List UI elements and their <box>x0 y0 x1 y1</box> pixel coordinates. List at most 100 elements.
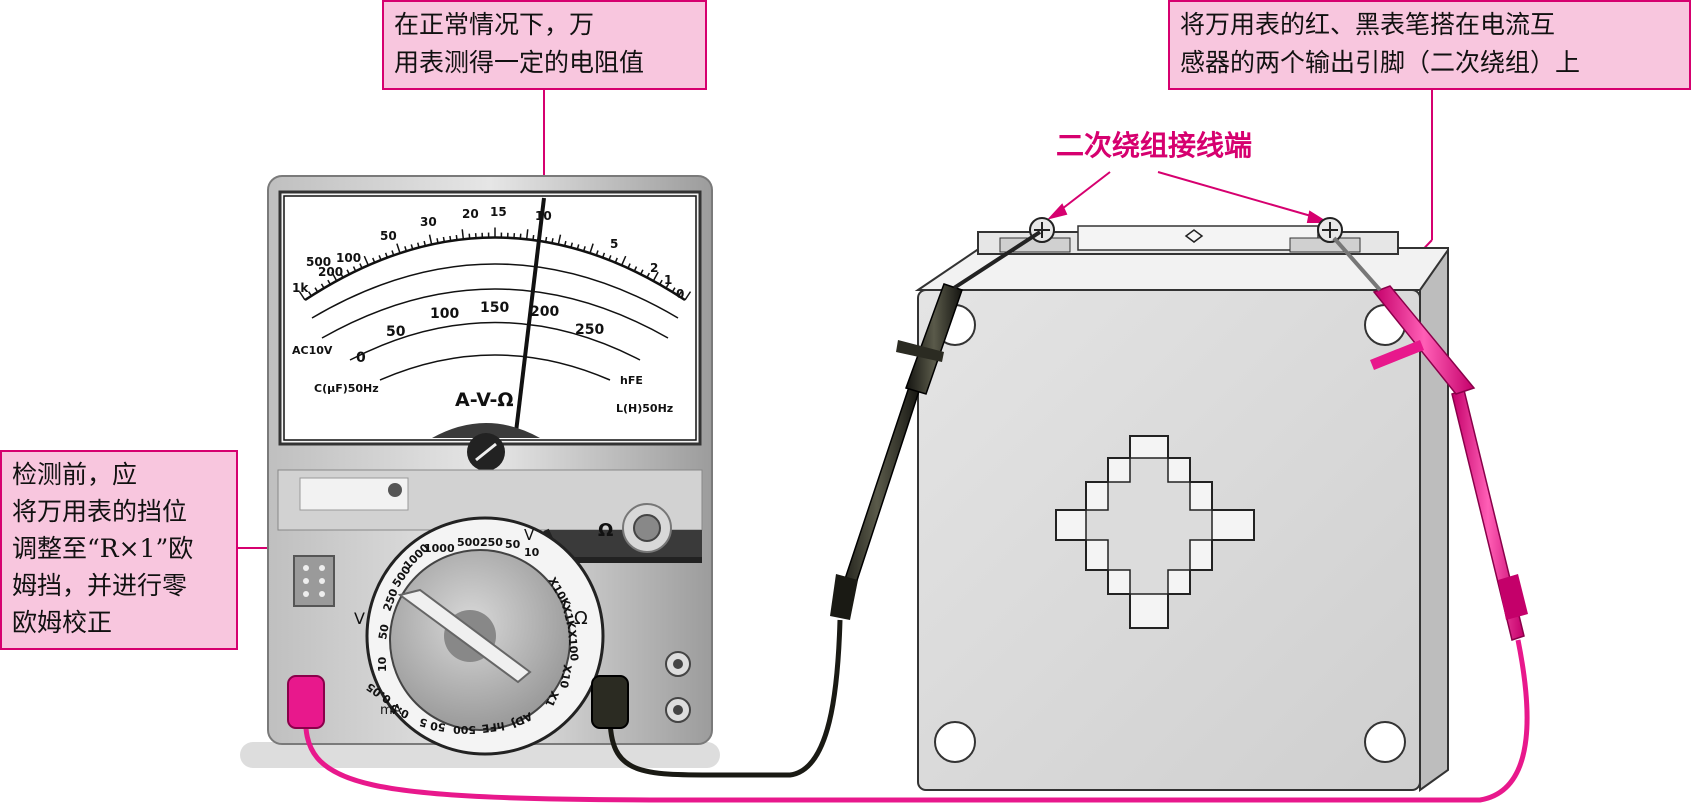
dial-right-x1k: X1K <box>559 603 578 631</box>
scale-tick <box>384 252 389 258</box>
scale-tick <box>576 244 580 250</box>
dc-scale-labels: 0 50 100 150 200 250 <box>356 300 604 366</box>
scale-tick <box>372 257 376 263</box>
range-selector-pointer <box>397 588 532 684</box>
meter-function-label: A-V-Ω <box>455 389 514 411</box>
dial-ohm-label: Ω <box>574 608 588 629</box>
scale-tick <box>665 283 670 289</box>
scale-tick <box>601 252 606 258</box>
scale-tick <box>633 266 638 272</box>
scale-tick <box>589 243 594 254</box>
dc-tick-250: 250 <box>575 322 604 338</box>
scale-tick <box>417 242 420 248</box>
black-plug <box>591 675 629 729</box>
cuf-label: C(μF)50Hz <box>314 382 379 395</box>
scale-tick <box>582 246 586 252</box>
hfe-socket <box>293 555 335 607</box>
scale-tick <box>671 287 676 293</box>
scale-tick <box>646 272 650 278</box>
dial-top-1000: 1000 <box>424 542 455 555</box>
dial-labels: 1000 500 250 50 10 X10K X1K X100 X10 X1 … <box>364 536 581 736</box>
meter-ticks <box>298 227 692 301</box>
dial-ma-label: mA <box>380 703 402 718</box>
scale-tick <box>652 271 659 282</box>
dial-right-x100: X100 <box>565 629 581 662</box>
ohm-knob-label: Ω <box>598 520 613 541</box>
scale-tick <box>595 250 599 256</box>
ohm-tick-30: 30 <box>420 215 437 229</box>
dial-top-500: 500 <box>457 536 480 549</box>
ohm-tick-0: 0 <box>676 287 684 301</box>
scale-tick <box>608 255 612 261</box>
meter-needle <box>514 197 546 433</box>
callout-resistance-reading: 在正常情况下，万 用表测得一定的电阻值 <box>382 0 707 90</box>
scale-tick <box>532 234 535 241</box>
meter-aux-labels: AC10V C(μF)50Hz L(H)50Hz hFE <box>292 344 673 415</box>
callout-range-setting: 检测前，应 将万用表的挡位 调整至“R×1”欧 姆挡，并进行零 欧姆校正 <box>0 450 238 650</box>
scale-tick <box>340 272 344 278</box>
scale-tick <box>428 234 433 245</box>
scale-tick <box>544 236 548 243</box>
ohm-tick-5: 5 <box>610 237 618 251</box>
scale-tick <box>410 244 414 250</box>
ohm-tick-100: 100 <box>336 251 361 265</box>
scale-tick <box>314 287 319 293</box>
dial-right-x1: X1 <box>542 689 561 709</box>
ohm-tick-50: 50 <box>380 229 397 243</box>
scale-tick <box>639 269 644 275</box>
dial-bottom-50: 50 <box>429 719 446 734</box>
scale-tick <box>308 291 312 297</box>
scale-tick <box>449 235 452 242</box>
meter-scale-arcs <box>304 236 686 381</box>
red-probe <box>1332 236 1528 641</box>
terminal-arrows <box>1046 171 1330 223</box>
ct-hole-br <box>1364 721 1406 763</box>
scale-tick <box>352 266 357 272</box>
red-plug <box>287 675 325 729</box>
scale-tick <box>563 240 567 247</box>
scale-tick <box>391 250 395 256</box>
lh-label: L(H)50Hz <box>616 402 673 415</box>
dc-tick-50: 50 <box>386 324 406 340</box>
scale-tick <box>659 279 663 285</box>
ohm-tick-1k: 1k <box>292 281 309 295</box>
dc-tick-100: 100 <box>430 306 459 322</box>
dc-tick-150: 150 <box>480 300 509 316</box>
dial-left-10: 10 <box>376 656 389 672</box>
dial-top-250: 250 <box>480 536 503 549</box>
ac10v-label: AC10V <box>292 344 333 357</box>
ohm-tick-200: 200 <box>318 265 343 279</box>
ohm-tick-500: 500 <box>306 255 331 269</box>
scale-tick <box>461 229 465 240</box>
dial-bottom-5: 5 <box>418 715 429 730</box>
dial-top-10: 10 <box>524 546 540 559</box>
scale-tick <box>396 243 401 254</box>
scale-tick <box>678 291 682 297</box>
ohm-tick-1: 1 <box>664 273 672 287</box>
multimeter: 1k 500 200 100 50 30 20 15 10 5 2 1 0 0 … <box>240 175 720 768</box>
needle-hub-cover <box>432 423 540 438</box>
scale-tick <box>363 255 370 266</box>
scale-tick <box>614 257 618 263</box>
scale-tick <box>442 236 446 243</box>
scale-tick <box>557 234 562 245</box>
scale-tick <box>298 291 306 301</box>
callout-probe-placement: 将万用表的红、黑表笔搭在电流互 感器的两个输出引脚（二次绕组）上 <box>1168 0 1691 90</box>
scale-tick <box>423 240 427 247</box>
ohm-scale-labels: 1k 500 200 100 50 30 20 15 10 5 2 1 0 <box>292 205 684 301</box>
scale-tick <box>359 263 363 269</box>
dial-v-top-label: V <box>524 526 535 544</box>
ct-hole-bl <box>934 721 976 763</box>
dial-right-x10: X10 <box>557 663 574 689</box>
scale-tick <box>570 242 573 248</box>
scale-tick <box>620 255 627 266</box>
scale-tick <box>551 238 554 244</box>
dc-tick-200: 200 <box>530 304 559 320</box>
scale-tick <box>627 263 631 269</box>
scale-tick <box>327 279 331 285</box>
scale-tick <box>404 246 408 252</box>
dial-v-label: V <box>354 609 365 628</box>
scale-tick <box>346 269 351 275</box>
current-transformer <box>914 217 1449 792</box>
